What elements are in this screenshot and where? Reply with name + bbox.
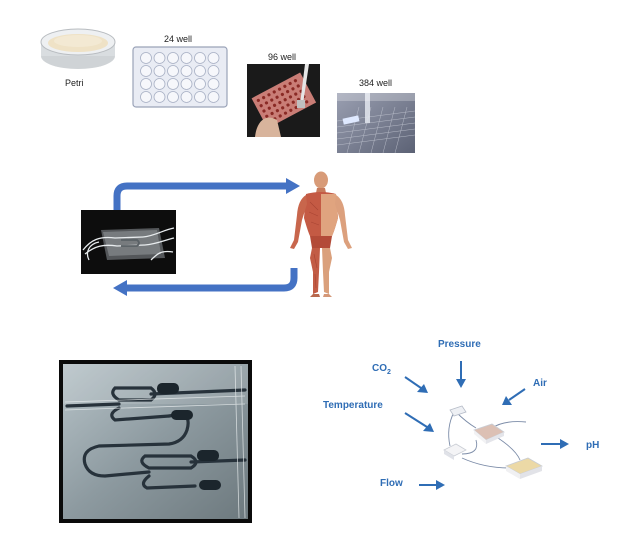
channel-serpentine xyxy=(82,412,190,478)
co2-main: CO xyxy=(372,363,387,374)
organ-chip-small-image xyxy=(81,210,176,274)
temperature-label: Temperature xyxy=(323,400,383,411)
co2-arrow xyxy=(404,376,422,389)
co2-subscript: 2 xyxy=(387,369,391,376)
well24-grid xyxy=(132,46,228,108)
top-arrow-path xyxy=(113,182,287,212)
chamber-top xyxy=(157,383,179,394)
well24-plate-image xyxy=(132,46,228,108)
channel-top-loop-lower xyxy=(110,406,171,422)
well384-plate-image xyxy=(337,93,415,153)
well384-label: 384 well xyxy=(359,78,393,88)
well96-label: 96 well xyxy=(268,52,297,62)
well24-label: 24 well xyxy=(164,34,193,44)
chamber-bottom-2 xyxy=(199,480,221,490)
human-body-image xyxy=(286,170,356,300)
bottom-arrow-path xyxy=(126,268,298,292)
air-arrow xyxy=(508,388,526,401)
top-arrow-head xyxy=(286,178,300,194)
multi-organ-chip-illustration xyxy=(436,400,556,492)
channel-top-inlet xyxy=(65,402,121,408)
channel-bottom-loop-lower xyxy=(141,474,197,490)
microfluidic-chip-large-image xyxy=(59,360,252,523)
channel-bottom-outlet xyxy=(189,458,247,464)
co2-label: CO2 xyxy=(372,363,391,376)
air-label: Air xyxy=(533,378,547,389)
chamber-bottom-1 xyxy=(197,450,219,461)
bottom-arrow-head xyxy=(113,280,127,296)
pressure-label: Pressure xyxy=(438,339,481,350)
flow-label: Flow xyxy=(380,478,403,489)
petri-dish-image xyxy=(38,20,118,72)
chamber-mid xyxy=(171,410,193,420)
channel-top-loop xyxy=(111,386,157,402)
ph-label: pH xyxy=(586,440,600,451)
well96-plate-image xyxy=(247,64,320,137)
temperature-arrow xyxy=(404,412,428,428)
petri-label: Petri xyxy=(65,78,84,88)
channel-bottom-loop xyxy=(140,454,198,470)
